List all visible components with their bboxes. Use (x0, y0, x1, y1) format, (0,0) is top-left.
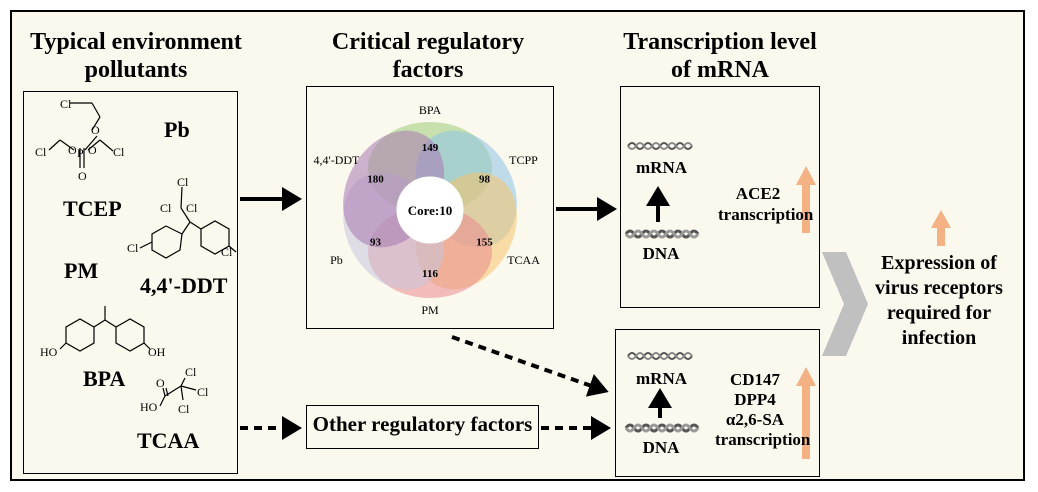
pollutant-ddt: 4,4'-DDT (140, 273, 228, 298)
outcome-line2: virus receptors (875, 277, 1003, 299)
venn-value: 155 (476, 237, 493, 249)
other-factors-label: Other regulatory factors (312, 412, 533, 436)
venn-label: PM (421, 303, 439, 317)
ddt-cl-1: Cl (177, 175, 189, 189)
bottom-gene-line3: α2,6-SA (725, 410, 785, 429)
venn-core-label: Core:10 (408, 203, 453, 218)
dna-helix-top (624, 229, 700, 239)
pollutant-bpa: BPA (83, 366, 126, 391)
heading-factors: Critical regulatory factors (300, 28, 556, 84)
bottom-gene-line2: DPP4 (734, 390, 776, 409)
tcep-cl-1: Cl (60, 97, 72, 111)
venn-value: 180 (367, 174, 384, 186)
bpa-oh: OH (148, 345, 166, 359)
pollutant-pm: PM (64, 258, 99, 283)
tcep-o-2: O (88, 143, 97, 157)
tcep-p: P (77, 146, 84, 160)
venn-value: 93 (370, 237, 382, 249)
heading-transcription: Transcription level of mRNA (600, 28, 840, 84)
top-gene-line1: ACE2 (735, 184, 781, 203)
venn-label: TCPP (509, 153, 538, 167)
tcep-cl-3: Cl (113, 145, 125, 159)
tcep-cl-2: Cl (35, 145, 47, 159)
venn-value: 149 (422, 142, 439, 154)
ddt-cl-3: Cl (186, 201, 198, 215)
pollutants-panel (23, 91, 238, 474)
tcaa-cl-2: Cl (197, 385, 209, 399)
top-dna-label: DNA (642, 244, 680, 263)
tcep-o-3: O (91, 123, 100, 137)
upregulation-arrow-outcome (931, 210, 951, 246)
top-mrna-label: mRNA (636, 158, 687, 177)
venn-label: Pb (330, 253, 343, 267)
venn-value: 98 (479, 174, 491, 186)
mrna-helix-bottom (627, 352, 693, 360)
heading-factors-line1: Critical regulatory (331, 29, 525, 55)
bottom-gene-line4: transcription (715, 430, 811, 449)
venn-label: TCAA (507, 253, 540, 267)
heading-transcription-line2: of mRNA (671, 57, 769, 83)
venn-label: BPA (419, 103, 442, 117)
mrna-helix-top (627, 142, 693, 150)
other-factors-box (306, 405, 539, 449)
upregulation-arrow-bottom (796, 367, 816, 459)
heading-transcription-line1: Transcription level (623, 29, 817, 55)
heading-factors-line2: factors (392, 57, 464, 83)
bpa-ho: HO (40, 345, 58, 359)
bottom-gene-line1: CD147 (729, 370, 781, 389)
bottom-mrna-label: mRNA (636, 369, 687, 388)
pollutant-pb: Pb (164, 117, 190, 142)
ddt-cl-2: Cl (160, 201, 172, 215)
top-gene-line2: transcription (718, 205, 814, 224)
tcaa-cl-1: Cl (185, 365, 197, 379)
dna-helix-bottom (624, 423, 700, 433)
outcome-text: Expression of virus receptors required f… (862, 251, 1016, 351)
arrow-venn-to-bottom-box (451, 335, 609, 397)
pollutant-tcep: TCEP (63, 196, 122, 221)
outcome-line3: required for (886, 302, 992, 324)
tcaa-cl-3: Cl (178, 402, 190, 416)
tcaa-ho: HO (140, 400, 158, 414)
pollutant-tcaa: TCAA (137, 428, 200, 453)
bottom-dna-label: DNA (642, 438, 680, 457)
venn-value: 116 (422, 268, 438, 280)
venn-core (396, 176, 464, 244)
chevron-arrow (822, 252, 868, 356)
ddt-cl-5: Cl (221, 245, 233, 259)
tcep-o-1: O (68, 143, 77, 157)
upregulation-arrow-top (796, 166, 816, 233)
heading-pollutants-line1: Typical environment (30, 29, 242, 55)
outcome-line1: Expression of (881, 252, 997, 274)
heading-pollutants-line2: pollutants (84, 57, 188, 83)
tcep-o-4: O (78, 169, 87, 183)
heading-pollutants: Typical environment pollutants (18, 28, 254, 84)
tcaa-o: O (156, 376, 165, 390)
ddt-cl-4: Cl (127, 241, 139, 255)
outcome-line4: infection (901, 327, 977, 349)
venn-label: 4,4'-DDT (314, 153, 360, 167)
